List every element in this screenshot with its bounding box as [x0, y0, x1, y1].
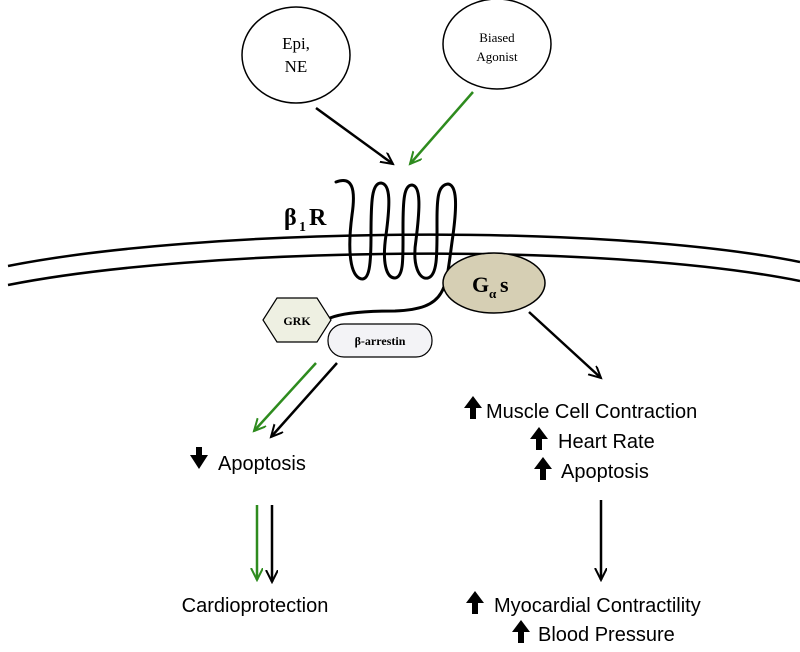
- left-apoptosis-label: Apoptosis: [218, 453, 306, 475]
- gprotein-output-arrow: [528, 311, 601, 378]
- beta-arrestin-label: β-arrestin: [355, 334, 406, 348]
- biased-label: Biased: [479, 30, 515, 45]
- heart-rate-label: Heart Rate: [558, 431, 655, 453]
- receptor-beta: β: [284, 205, 297, 231]
- down-arrow-icon: [190, 447, 208, 469]
- grk-hexagon: [262, 297, 332, 343]
- up-arrow-icon: [464, 396, 482, 419]
- agonist-label: Agonist: [476, 49, 518, 64]
- arrestin-green-arrow: [254, 362, 317, 431]
- biased-agonist-ligand: [442, 0, 552, 90]
- membrane-outer-line: [7, 233, 800, 268]
- cardioprotection-label: Cardioprotection: [182, 595, 329, 617]
- epi-label: Epi,: [282, 34, 310, 53]
- myocardial-contractility-label: Myocardial Contractility: [494, 595, 701, 617]
- epi-binding-arrow: [315, 106, 393, 164]
- ne-label: NE: [285, 57, 308, 76]
- membrane-inner-line: [7, 252, 800, 287]
- receptor-subscript: 1: [299, 220, 306, 235]
- biased-binding-arrow: [410, 91, 474, 164]
- up-arrow-icon: [534, 457, 552, 480]
- right-apoptosis-label: Apoptosis: [561, 461, 649, 483]
- grk-label: GRK: [283, 314, 311, 328]
- beta1-receptor: [328, 179, 458, 320]
- epi-ne-ligand: [241, 6, 351, 104]
- muscle-contraction-label: Muscle Cell Contraction: [486, 401, 697, 423]
- receptor-r: R: [309, 205, 327, 231]
- arrestin-black-arrow: [271, 362, 338, 437]
- up-arrow-icon: [466, 591, 484, 614]
- g-alpha-s-s: s: [500, 272, 509, 297]
- blood-pressure-label: Blood Pressure: [538, 624, 675, 646]
- g-alpha-s-protein: [442, 252, 546, 314]
- up-arrow-icon: [512, 620, 530, 643]
- beta-arrestin: [327, 323, 433, 358]
- g-alpha-s-g: G: [472, 272, 489, 297]
- up-arrow-icon: [530, 427, 548, 450]
- g-alpha-s-sub: α: [489, 286, 497, 301]
